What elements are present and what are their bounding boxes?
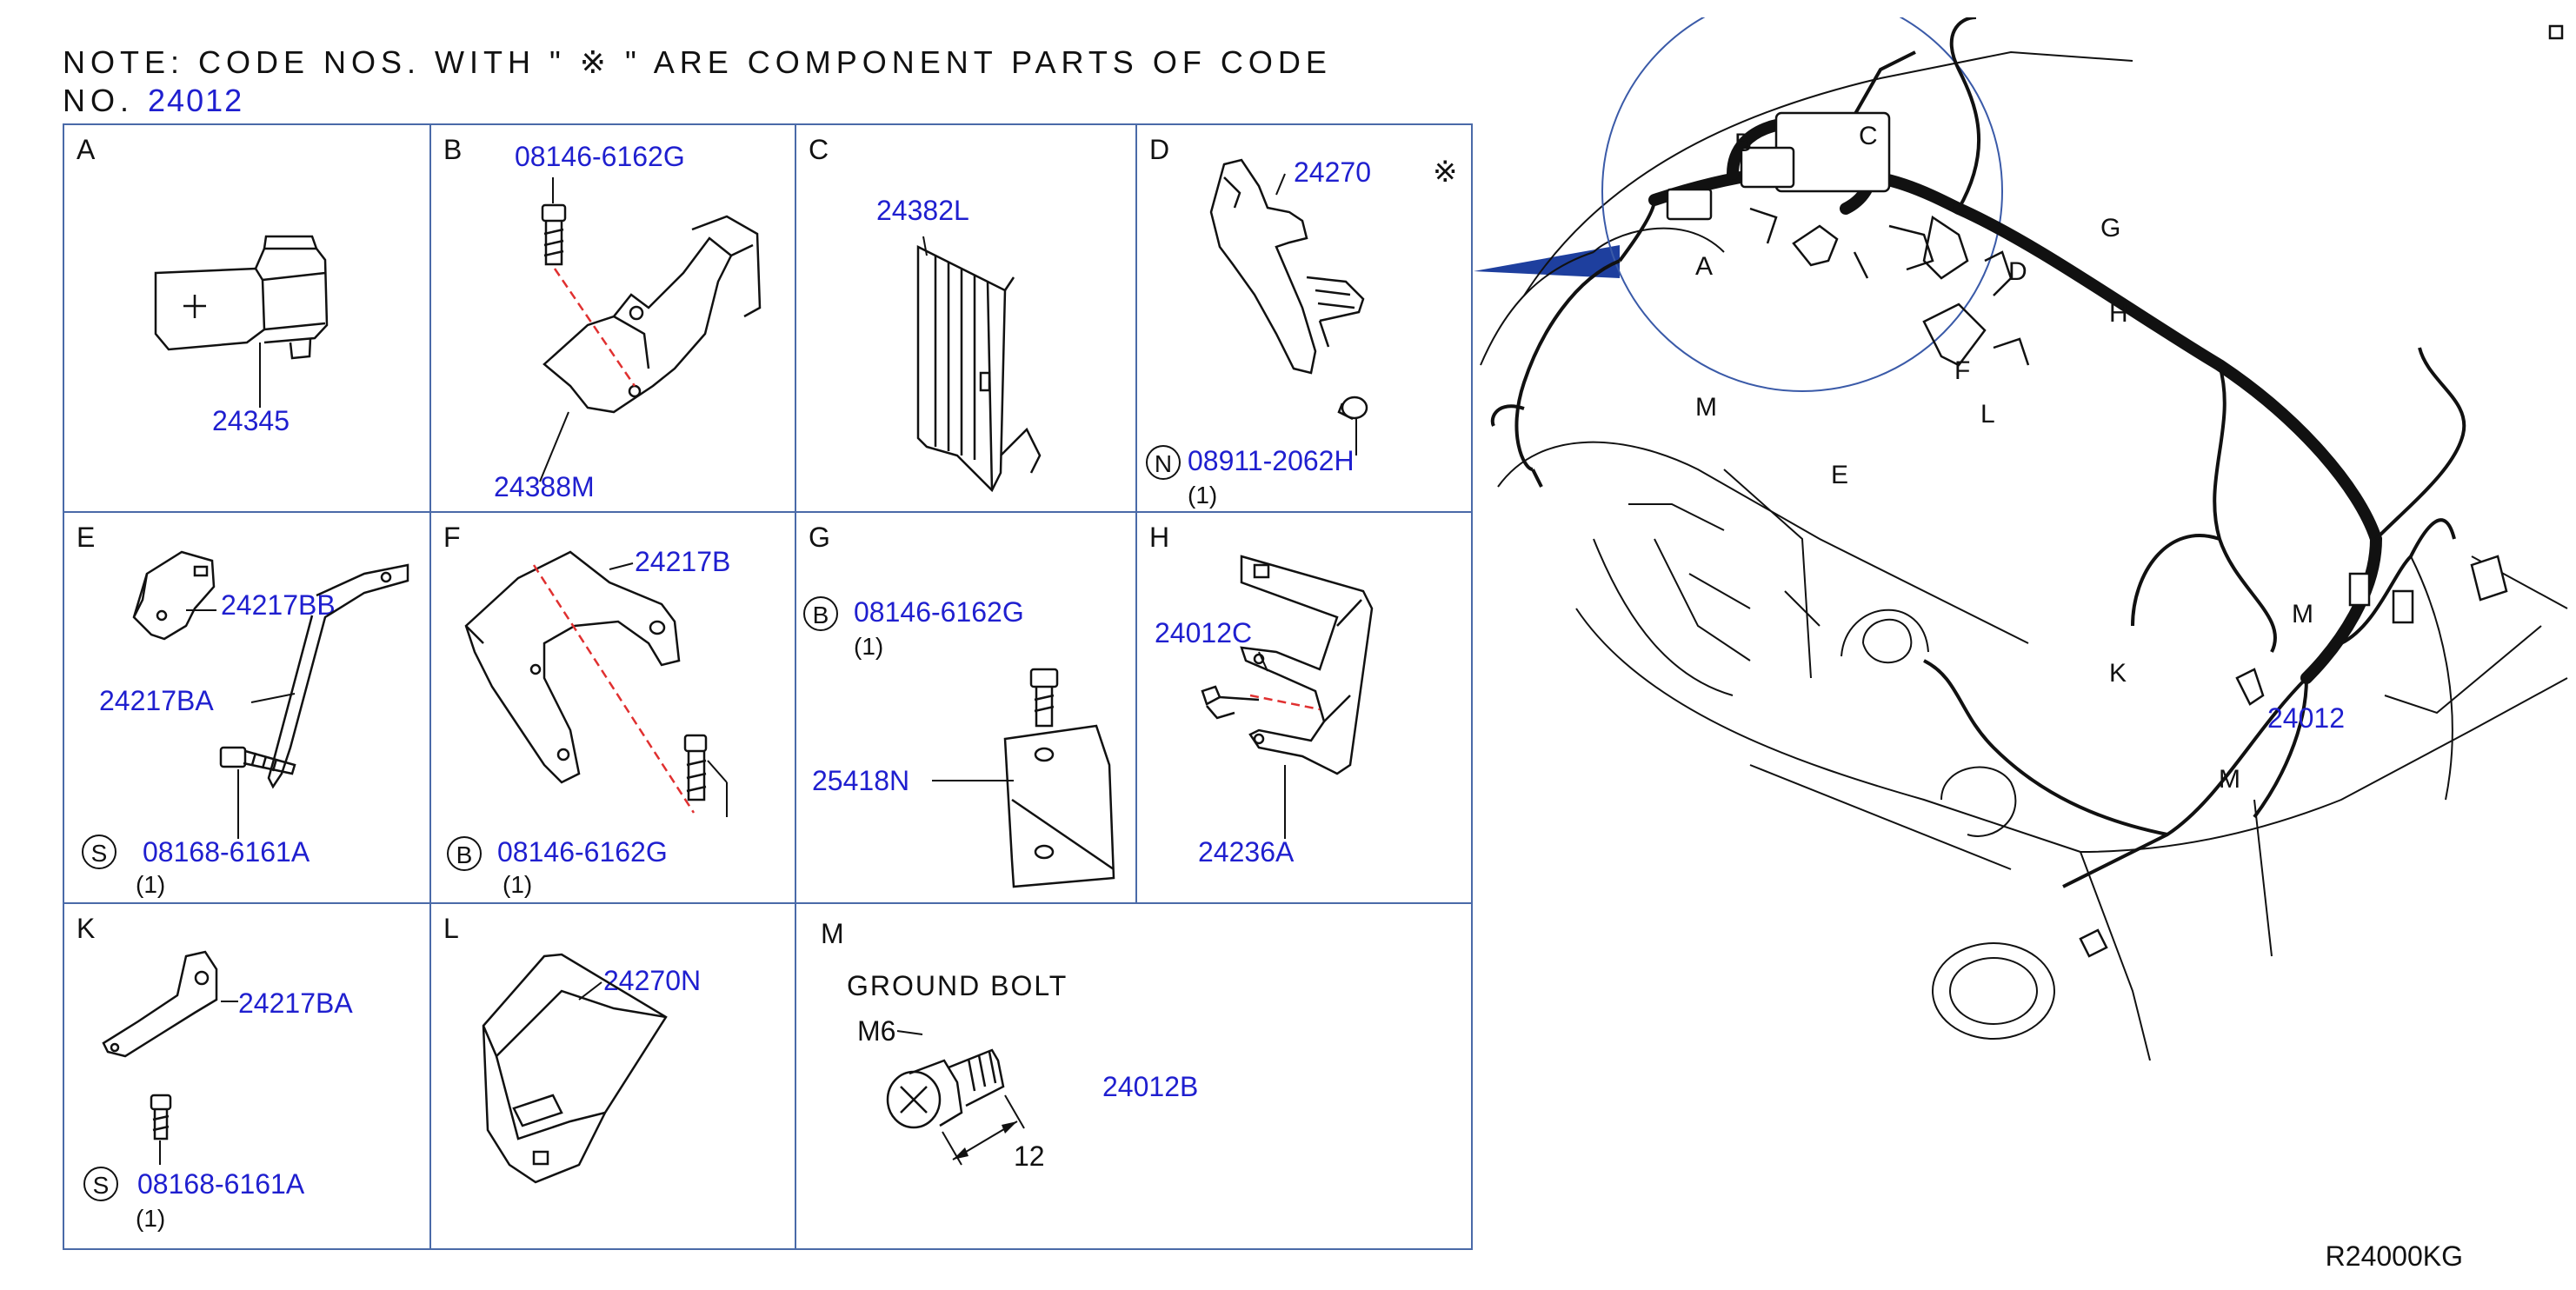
cell-c: C 24382L [795, 123, 1137, 513]
note: NOTE: CODE NOS. WITH " ※ " ARE COMPONENT… [63, 43, 1419, 120]
cell-l: L 24270N [429, 902, 796, 1250]
cell-g: G B 08146-6162G (1) 25418N [795, 511, 1137, 904]
overview-label-b: B [1734, 129, 1753, 157]
engine-bay-overview [1474, 17, 2568, 1061]
bolt-code-n: N [1146, 445, 1181, 480]
overview-label-c: C [1859, 122, 1878, 150]
overview-label-l: L [1980, 400, 1995, 429]
cell-letter: H [1149, 522, 1170, 553]
part-24270-drawing [1209, 158, 1368, 455]
cell-f: F 24217B B 08146-6162G (1) [429, 511, 796, 904]
part-24012C[interactable]: 24012C [1155, 617, 1253, 648]
overview-label-a: A [1695, 252, 1714, 281]
overview-part-24012[interactable]: 24012 [2267, 702, 2345, 734]
part-24012B[interactable]: 24012B [1102, 1071, 1199, 1102]
part-24345-drawing [154, 235, 329, 408]
part-24217B[interactable]: 24217B [635, 546, 731, 577]
part-24270N-drawing [482, 953, 668, 1184]
ground-bolt-drawing [886, 1030, 1025, 1166]
part-24217B-drawing [464, 550, 728, 817]
bolt-code-s: S [82, 835, 116, 869]
cell-k: K 24217BA S 08168-6161A (1) [63, 902, 431, 1250]
cell-m: M GROUND BOLT M6 12 24012B [795, 902, 1473, 1250]
zoom-pointer [1474, 245, 1620, 278]
cell-b: B 08146-6162G 24388M [429, 123, 796, 513]
cell-a: A 24345 [63, 123, 431, 513]
cell-letter: G [809, 522, 830, 553]
bolt-length: 12 [1014, 1140, 1045, 1172]
part-24382L[interactable]: 24382L [876, 195, 969, 226]
bolt-size: M6 [857, 1015, 896, 1047]
part-24388M-drawing [539, 177, 762, 482]
zoom-circle [1601, 17, 2003, 392]
overview-label-e: E [1831, 461, 1849, 489]
cell-letter: F [443, 522, 461, 553]
part-24012C-24236A-drawing [1201, 555, 1374, 839]
diagram-reference: R24000KG [2325, 1240, 2463, 1272]
cell-letter: E [77, 522, 96, 553]
part-25418N[interactable]: 25418N [812, 765, 910, 796]
cell-h: H 24012C 24236A [1135, 511, 1473, 904]
component-mark: ※ [1433, 156, 1458, 189]
cell-letter: A [77, 134, 96, 165]
quantity: (1) [503, 871, 533, 898]
cell-d: D 24270 ※ N 08911-2062H (1) [1135, 123, 1473, 513]
quantity: (1) [854, 633, 884, 660]
bolt-code-s: S [83, 1167, 118, 1201]
main-harness [1648, 116, 2383, 684]
bolt-code-b: B [803, 596, 838, 631]
cell-letter: C [809, 134, 829, 165]
overview-label-m-3: M [2219, 765, 2240, 794]
note-no-label: NO. [63, 83, 135, 118]
part-08146-6162G[interactable]: 08146-6162G [515, 141, 685, 172]
overview-label-g: G [2100, 214, 2121, 243]
overview-label-f: F [1954, 356, 1971, 385]
cell-letter: M [821, 918, 844, 949]
part-08911-2062H[interactable]: 08911-2062H [1188, 445, 1355, 476]
part-24217BB-24217BA-drawing [132, 550, 409, 839]
overview-label-d: D [2008, 257, 2027, 286]
ground-bolt-title: GROUND BOLT [847, 970, 1068, 1001]
part-24217BA[interactable]: 24217BA [99, 685, 214, 716]
part-08146-6162G[interactable]: 08146-6162G [854, 596, 1024, 628]
quantity: (1) [136, 871, 166, 898]
part-25418N-drawing [932, 668, 1115, 888]
overview-label-m-2: M [2292, 600, 2313, 628]
cell-letter: B [443, 134, 463, 165]
cell-e: E 24217BB 24217BA S 08168-6161A (1) [63, 511, 431, 904]
overview-label-k: K [2109, 659, 2127, 688]
overview-label-h: H [2109, 299, 2128, 328]
part-08168-6161A[interactable]: 08168-6161A [143, 836, 310, 868]
part-24382L-drawing [916, 236, 1042, 493]
part-24388M[interactable]: 24388M [494, 471, 595, 502]
part-24217BA[interactable]: 24217BA [238, 987, 353, 1019]
part-24236A[interactable]: 24236A [1198, 836, 1295, 868]
part-24345[interactable]: 24345 [212, 405, 290, 436]
part-08168-6161A[interactable]: 08168-6161A [137, 1168, 305, 1200]
part-24270[interactable]: 24270 [1294, 156, 1371, 188]
part-24270N[interactable]: 24270N [603, 965, 702, 996]
quantity: (1) [1188, 482, 1218, 509]
cell-letter: D [1149, 134, 1170, 165]
bolt-code-b: B [447, 836, 482, 871]
note-line-1: NOTE: CODE NOS. WITH " ※ " ARE COMPONENT… [63, 44, 1332, 80]
overview-label-m-1: M [1695, 393, 1717, 422]
quantity: (1) [136, 1205, 166, 1232]
cell-letter: K [77, 913, 96, 944]
note-code: 24012 [148, 83, 244, 118]
part-24217BA-drawing [102, 950, 238, 1165]
cell-letter: L [443, 913, 459, 944]
part-08146-6162G[interactable]: 08146-6162G [497, 836, 668, 868]
